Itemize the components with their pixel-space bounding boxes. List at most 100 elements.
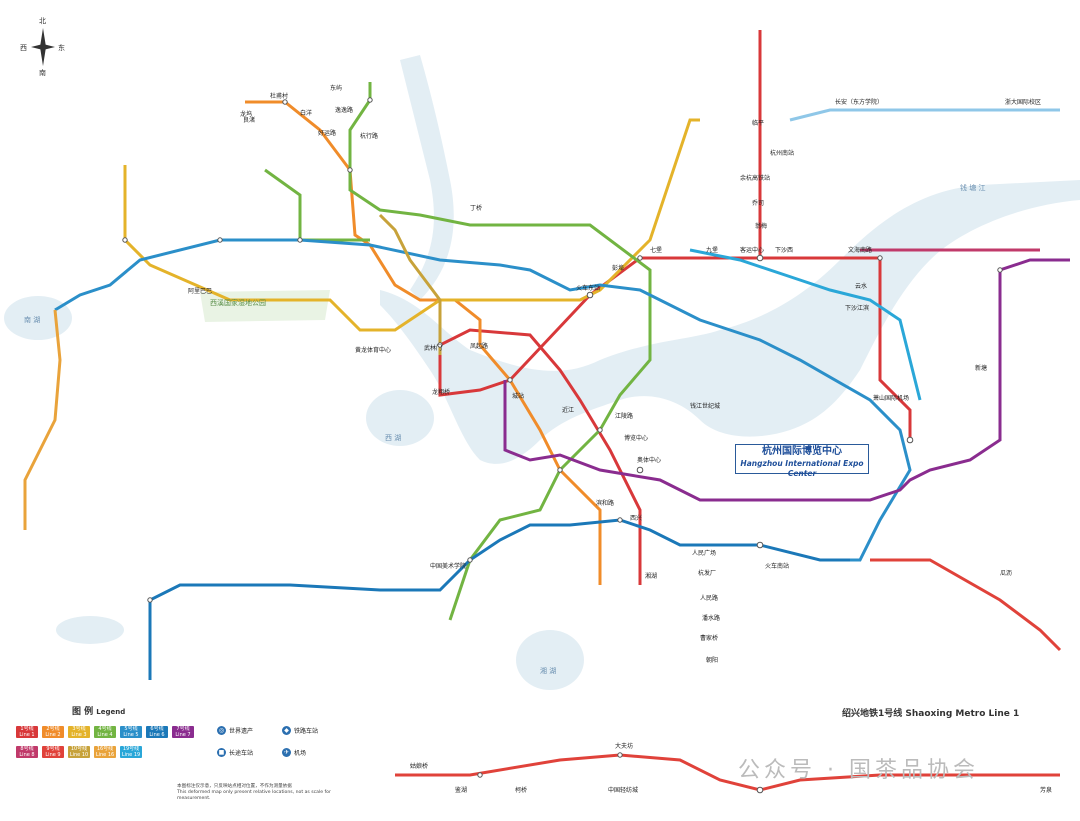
area-label-nanhu: 南 湖 [24,315,40,324]
compass-star-icon [31,28,55,66]
station-label: 火车东站 [576,284,600,292]
station-label: 杭州南站 [770,149,794,157]
station-label: 翁梅 [755,222,767,230]
station-label: 武林门 [424,344,442,352]
station-label: 龙翔桥 [432,388,450,396]
station-label: 人民路 [700,594,718,602]
west-lake [366,390,434,446]
station-label: 凤起路 [470,342,488,350]
line-1-branch [760,256,912,440]
station-label: 杜甫村 [270,92,288,100]
station-label: 姑娘桥 [410,762,428,770]
station-label: 黄龙体育中心 [355,346,391,354]
station-label: 湘湖 [645,572,657,580]
station-label: 潘水路 [702,614,720,622]
station-label: 西兴 [630,514,642,522]
station-label: 朝阳 [706,656,718,664]
expo-title-en: Hangzhou International Expo Center [740,459,864,478]
station-label: 中国轻纺城 [608,786,638,794]
legend-airport: ✈机场 [282,748,307,757]
station-label: 文海南路 [848,246,872,254]
compass-north-label: 北 [39,17,46,25]
line-5-route [54,238,912,562]
legend-note: 本图标注仅示意，只反映站点相对位置，不作为测量依据 This deformed … [177,784,331,801]
line-10-route [378,213,442,355]
station-label: 江陵路 [615,412,633,420]
station-label: 好运路 [318,129,336,137]
station-label: 龙坞 [240,110,252,118]
shaoxing-metro-title: 绍兴地铁1号线 Shaoxing Metro Line 1 [842,709,1020,719]
station-label: 九堡 [706,246,718,254]
area-label-xianghu: 湘 湖 [540,666,556,675]
station-label: 东屿 [330,84,342,92]
station-label: 柯桥 [515,786,527,794]
watermark: 公众号 · 国茶品协会 [738,758,979,783]
shaoxing-line-1-route [395,753,1060,792]
station-label: 丁桥 [470,204,482,212]
station-label: 中国美术学院 [430,562,466,570]
station-label: 瓜沥 [1000,569,1012,577]
nanhu-lake [4,296,72,340]
station-label: 下沙西 [775,247,793,254]
line-6-route [148,518,850,680]
line-16-route [23,309,62,530]
station-label: 城站 [512,392,524,400]
area-label-xixi: 西溪国家湿地公园 [210,298,266,307]
compass-south-label: 南 [39,69,46,77]
expo-title-zh: 杭州国际博览中心 [762,446,842,457]
station-label: 余杭高铁站 [740,174,770,182]
railway-icon: ◆ [282,726,291,735]
station-label: 下沙江滨 [845,304,869,312]
river-upper [400,55,454,300]
station-label: 云水 [855,282,867,290]
hangzhou-haining-line [789,108,1060,122]
line-7-route [503,258,1070,502]
river-qiantang [380,180,1080,464]
station-label: 白洋 [300,109,312,117]
station-label: 大夫坊 [615,742,633,750]
legend-title: 图 例 Legend [72,707,126,717]
airport-icon: ✈ [282,748,291,757]
station-label: 长安（东方学院） [835,98,883,106]
station-label: 良渚 [243,116,255,124]
station-label: 奥体中心 [637,456,661,464]
legend-coach: ■长途车站 [217,748,254,757]
station-label: 博览中心 [624,434,648,442]
station-label: 钱江世纪城 [690,402,720,410]
station-label: 人民广场 [692,549,716,557]
compass-rose: 北 西 东 南 [18,16,68,78]
area-label-qiantang: 钱 塘 江 [960,183,985,192]
station-label: 阿里巴巴 [188,287,212,295]
station-label: 杭行路 [360,132,378,140]
station-label: 火车南站 [765,562,789,570]
station-label: 新塘 [975,364,987,372]
xixi-wetland [200,290,330,322]
line-4-route [348,82,652,621]
station-label: 滨和路 [596,499,614,507]
station-label: 杭发厂 [698,569,716,577]
xianghu-lake [516,630,584,690]
station-label: 曹家桥 [700,634,718,642]
legend-heritage: ◎世界遗产 [217,726,254,735]
heritage-icon: ◎ [217,726,226,735]
station-label: 客运中心 [740,246,764,254]
coach-icon: ■ [217,748,226,757]
station-label: 鉴湖 [455,786,467,794]
expo-center-callout: 杭州国际博览中心 Hangzhou International Expo Cen… [735,444,869,478]
station-label: 彭埠 [612,264,624,272]
station-label: 七堡 [650,246,662,254]
station-label: 近江 [562,406,574,414]
station-label: 浙大国际校区 [1005,98,1041,106]
